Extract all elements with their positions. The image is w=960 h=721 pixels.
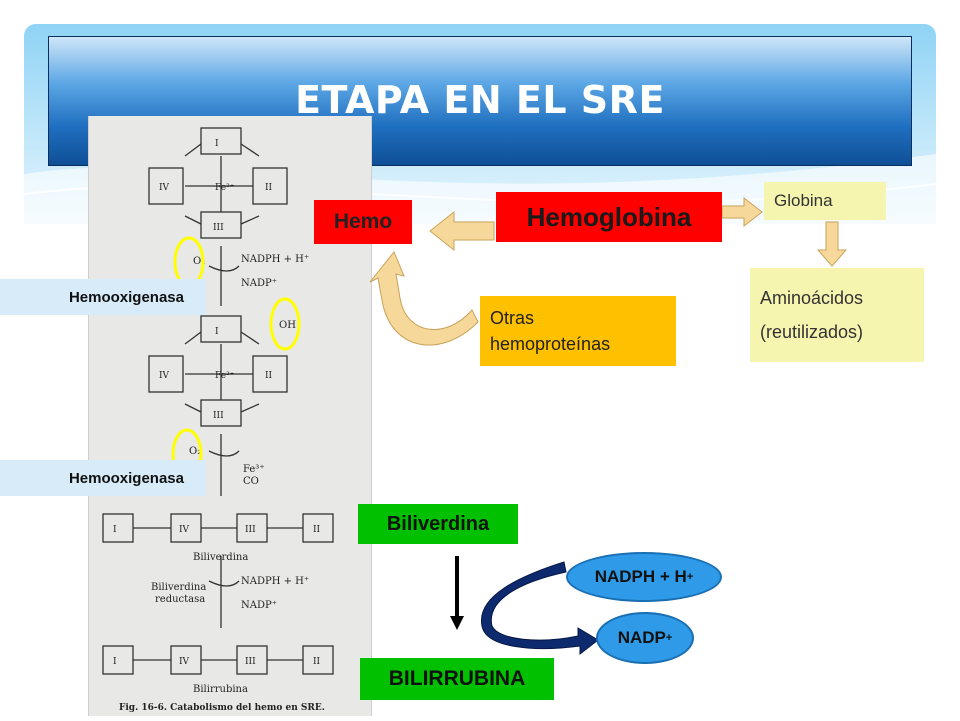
nadp-superscript: + <box>665 632 673 644</box>
svg-text:II: II <box>313 657 321 667</box>
biliverdina-box: Biliverdina <box>358 504 518 544</box>
nadph-ellipse: NADPH + H+ <box>566 552 722 602</box>
enzyme-label-hemooxigenasa-1: Hemooxigenasa <box>0 279 206 315</box>
globina-box: Globina <box>764 182 886 220</box>
nadph-label-a: NADPH + H⁺ <box>241 254 309 265</box>
svg-text:III: III <box>213 411 224 421</box>
svg-text:IV: IV <box>159 183 170 193</box>
arrow-to-aminoacidos <box>816 221 848 267</box>
hemo-box: Hemo <box>314 200 412 244</box>
highlight-ring-oh <box>269 297 301 351</box>
fe-label: Fe³⁺ <box>243 464 265 475</box>
nadph-text: NADPH + H <box>594 567 687 586</box>
otras-line-1: Otras <box>490 308 535 328</box>
porphyrin-2 <box>148 315 288 427</box>
o2-label-a: O₂ <box>193 256 205 267</box>
slide-title: ETAPA EN EL SRE <box>295 78 665 122</box>
bilirubin-chain <box>102 645 334 675</box>
svg-text:II: II <box>265 183 273 193</box>
oh-label: OH <box>279 320 296 331</box>
nadp-ellipse: NADP+ <box>596 612 694 664</box>
reductasa-label-1: Biliverdina <box>151 582 206 593</box>
svg-text:I: I <box>113 657 117 667</box>
aminoacidos-box: Aminoácidos (reutilizados) <box>750 268 924 362</box>
svg-text:III: III <box>245 525 256 535</box>
enzyme-label-hemooxigenasa-2: Hemooxigenasa <box>0 460 206 496</box>
arrow-to-globina <box>721 196 763 228</box>
biliverdin-chain <box>102 513 334 543</box>
svg-text:III: III <box>245 657 256 667</box>
arrowhead-bilirrubina <box>450 616 464 630</box>
bilirrubina-box: BILIRRUBINA <box>360 658 554 700</box>
aminoacidos-line-2: (reutilizados) <box>760 322 864 342</box>
nadp-label-b: NADP⁺ <box>241 600 277 611</box>
arrow-hemoglobina-to-hemo <box>429 210 495 252</box>
svg-text:II: II <box>313 525 321 535</box>
bilirrubina-figure-label: Bilirrubina <box>193 684 248 695</box>
svg-text:I: I <box>215 139 219 149</box>
svg-text:III: III <box>213 223 224 233</box>
svg-text:Fe²⁺: Fe²⁺ <box>215 183 235 193</box>
svg-text:IV: IV <box>179 657 190 667</box>
otras-hemoproteinas-box: Otras hemoproteínas <box>480 296 676 366</box>
svg-text:II: II <box>265 371 273 381</box>
svg-text:IV: IV <box>159 371 170 381</box>
co-label: CO <box>243 476 259 487</box>
nadph-superscript: + <box>686 571 694 583</box>
nadph-label-b: NADPH + H⁺ <box>241 576 309 587</box>
aminoacidos-line-1: Aminoácidos <box>760 288 864 308</box>
svg-text:I: I <box>215 327 219 337</box>
porphyrin-1 <box>148 127 288 239</box>
nadp-label-a: NADP⁺ <box>241 278 277 289</box>
biliverdina-figure-label: Biliverdina <box>193 552 248 563</box>
svg-text:IV: IV <box>179 525 190 535</box>
arrow-otras-to-hemo <box>369 251 479 346</box>
nadp-text: NADP <box>617 628 666 647</box>
svg-text:Fe²⁺: Fe²⁺ <box>215 371 235 381</box>
figure-caption: Fig. 16-6. Catabolismo del hemo en SRE. <box>119 703 325 713</box>
svg-text:I: I <box>113 525 117 535</box>
o2-label-b: O₂ <box>189 446 201 457</box>
hemoglobina-box: Hemoglobina <box>496 192 722 242</box>
otras-line-2: hemoproteínas <box>490 334 611 354</box>
reductasa-label-2: reductasa <box>155 594 205 605</box>
cofactor-curved-arrow <box>481 561 599 656</box>
